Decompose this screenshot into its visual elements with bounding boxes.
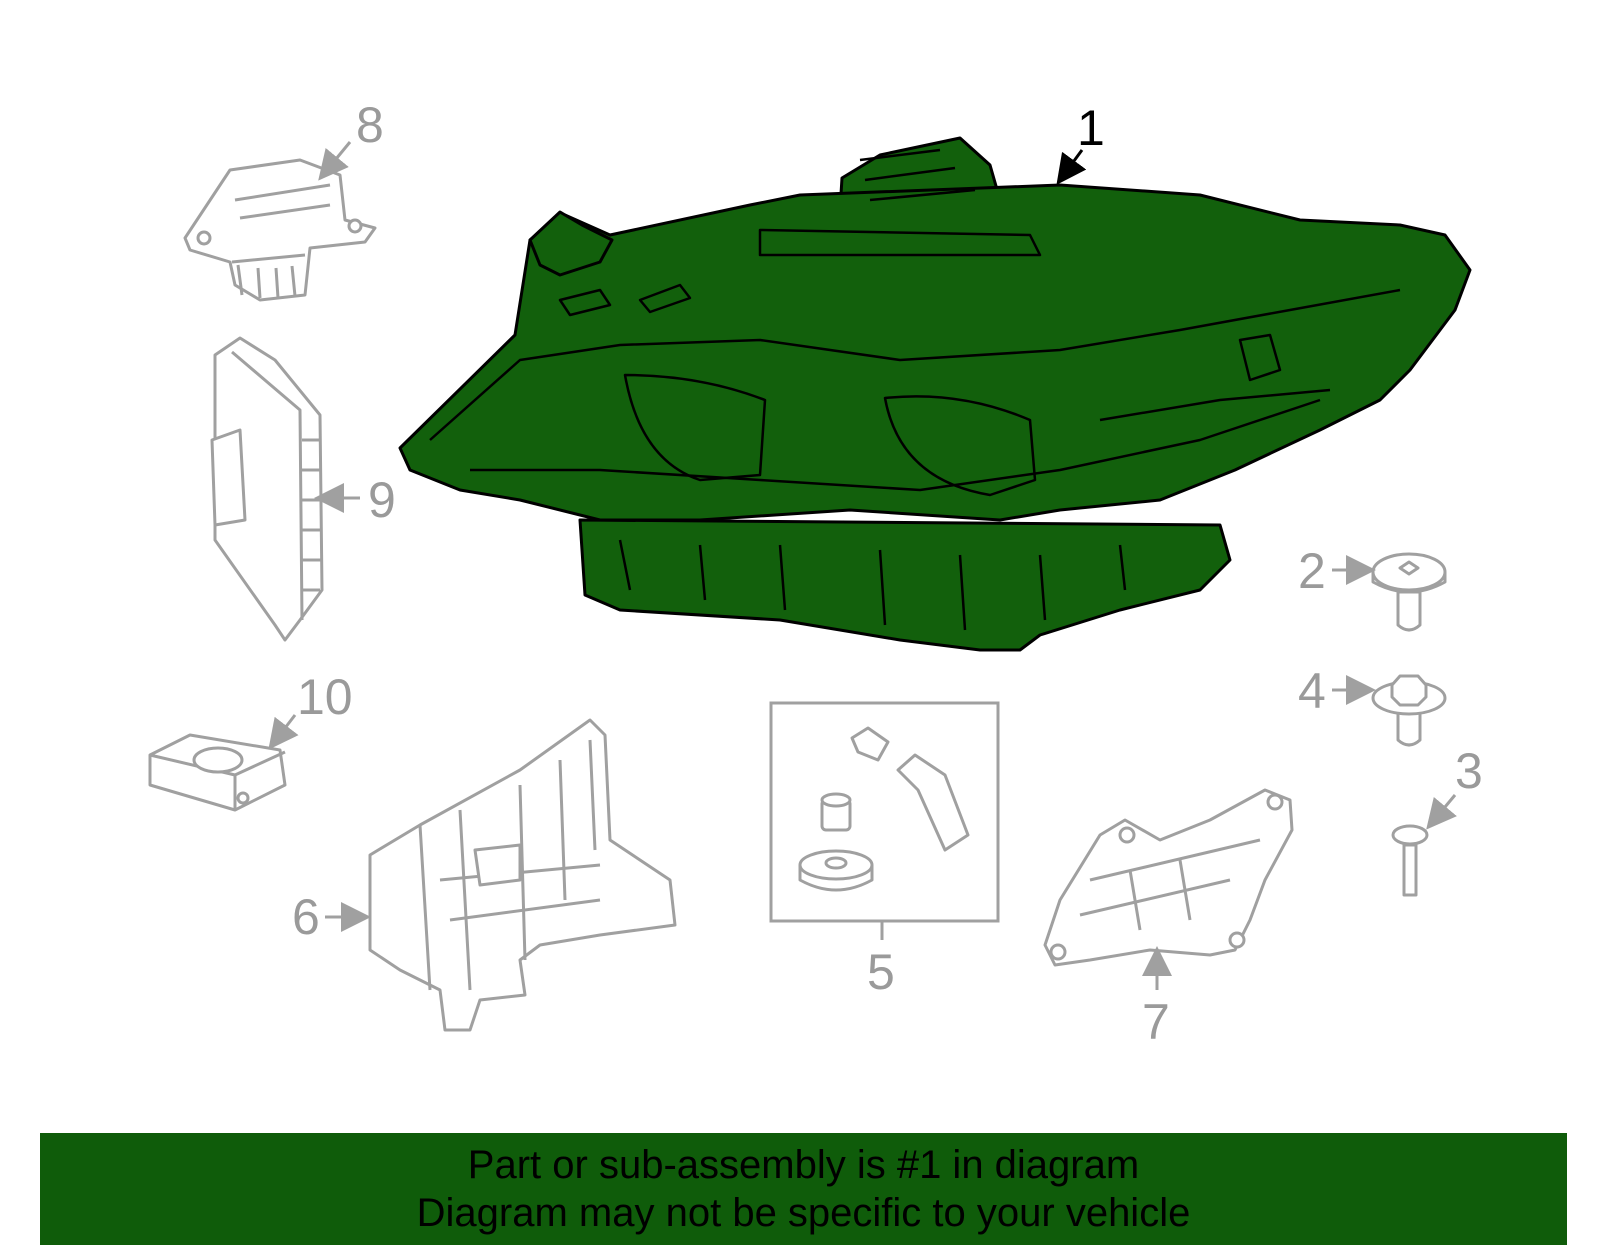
callout-2: 2 [1298,543,1326,599]
headlamp-assembly-part-1[interactable] [398,136,1472,652]
callout-8: 8 [356,97,384,153]
control-module-part-8[interactable] [183,158,377,302]
parts-diagram [148,136,1472,1032]
callout-4: 4 [1298,663,1326,719]
callout-10: 10 [297,669,353,725]
callout-7: 7 [1142,994,1170,1050]
callout-3: 3 [1455,743,1483,799]
hex-bolt-part-4[interactable] [1371,674,1447,747]
callout-9: 9 [368,472,396,528]
ballast-module-part-9[interactable] [210,336,324,642]
screw-part-2[interactable] [1371,552,1447,632]
info-banner: Part or sub-assembly is #1 in diagram Di… [40,1133,1567,1245]
lamp-bracket-part-7[interactable] [1043,788,1294,967]
callout-1: 1 [1077,100,1105,156]
hardware-kit-box-part-5[interactable] [769,701,1000,940]
leader-arrows [268,141,1457,990]
mounting-bracket-part-6[interactable] [368,718,677,1032]
banner-line-2: Diagram may not be specific to your vehi… [416,1191,1191,1235]
fan-module-part-10[interactable] [148,733,287,812]
banner-line-1: Part or sub-assembly is #1 in diagram [467,1143,1140,1187]
small-screw-part-3[interactable] [1391,824,1429,897]
callout-6: 6 [292,889,320,945]
callout-5: 5 [867,944,895,1000]
